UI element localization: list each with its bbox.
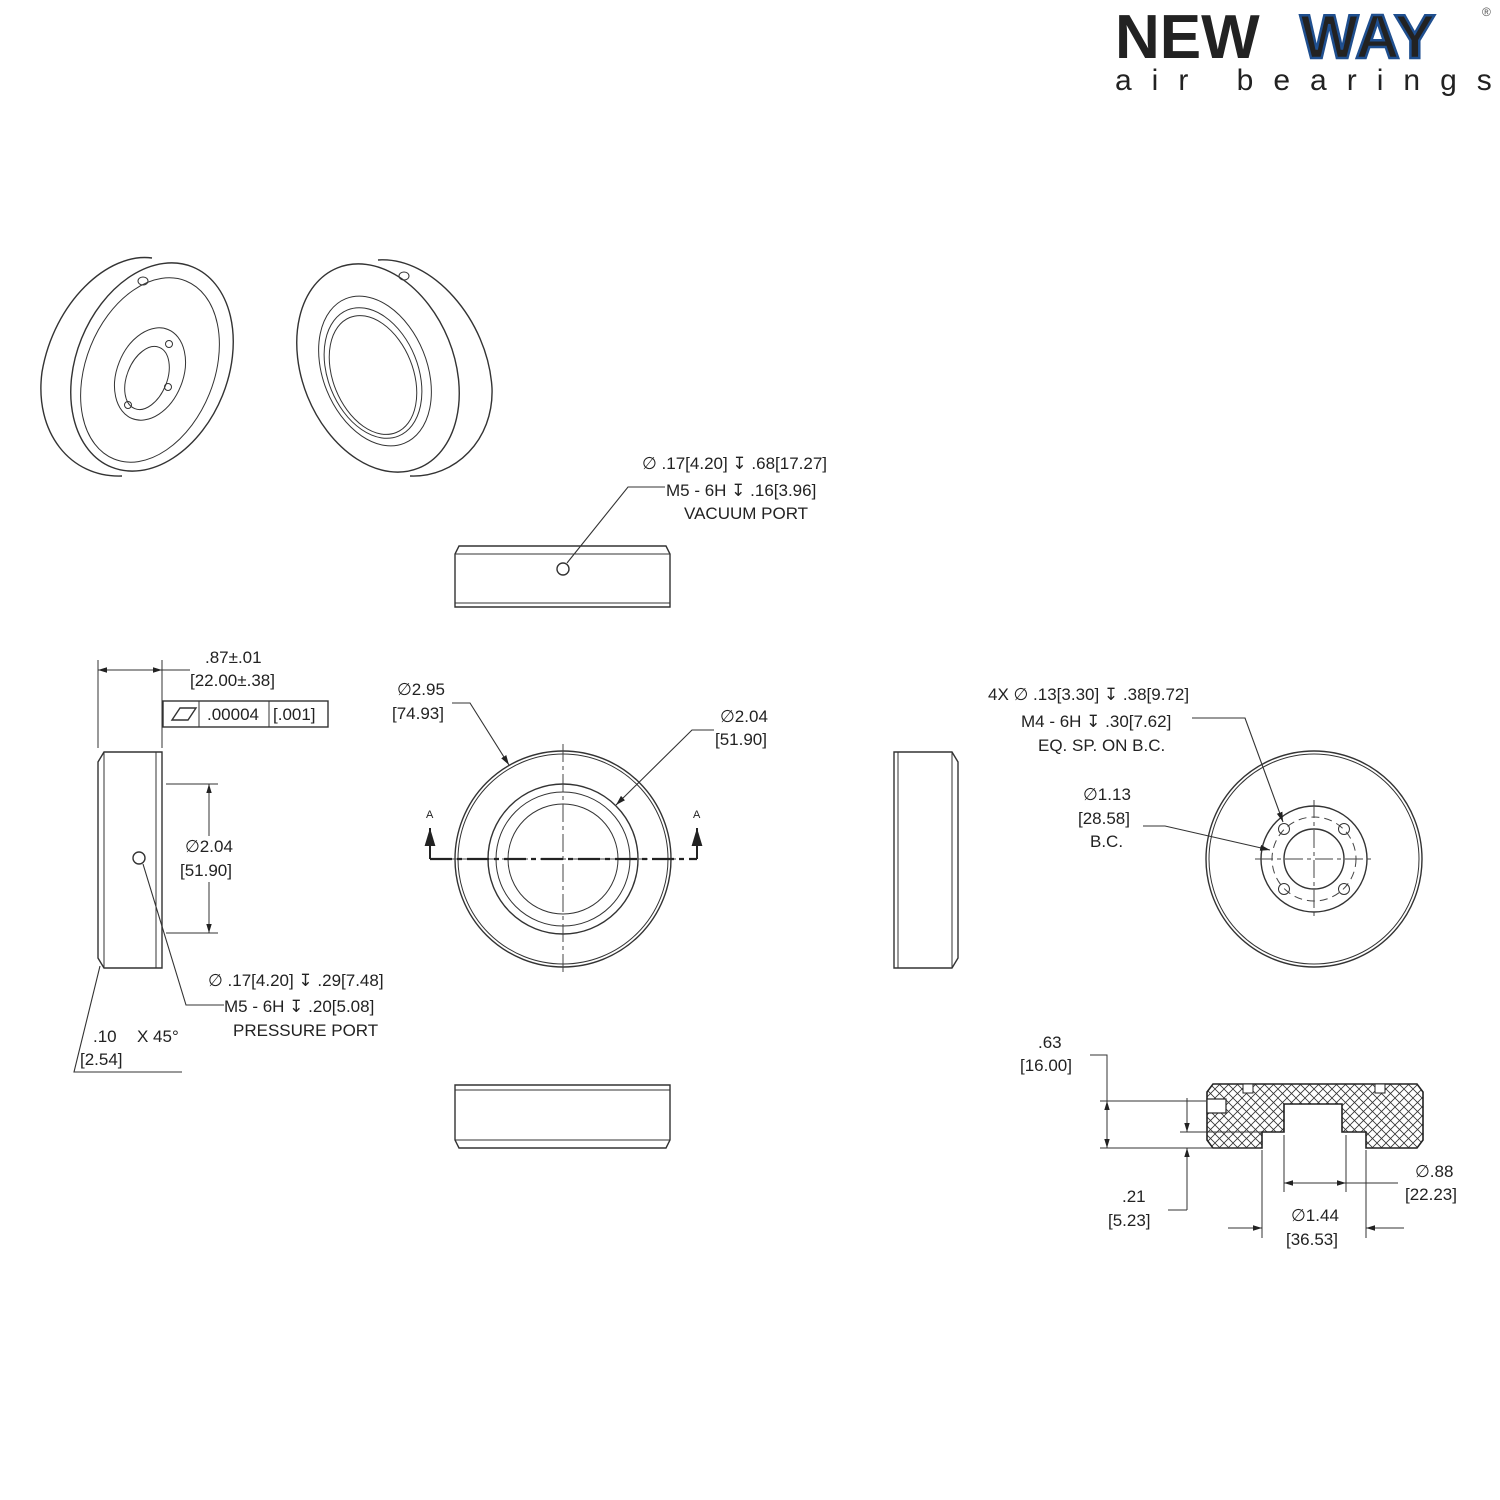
- face-diameter-metric: [51.90]: [715, 730, 767, 749]
- mount-hole: [1278, 823, 1290, 835]
- bolt-circle-metric: [28.58]: [1078, 809, 1130, 828]
- thickness-metric: [22.00±.38]: [190, 671, 275, 690]
- mount-hole: [1338, 883, 1350, 895]
- top-view: [454, 486, 671, 608]
- flatness-control-frame: .00004 [.001]: [162, 700, 329, 728]
- logo-brand-right: WAY: [1300, 3, 1436, 72]
- inner-bore-metric: [22.23]: [1405, 1185, 1457, 1204]
- counterbore-depth-value: .21: [1122, 1187, 1146, 1206]
- section-marker-left: A: [426, 809, 434, 821]
- thickness-value: .87±.01: [205, 648, 262, 667]
- vacuum-port-line3: VACUUM PORT: [684, 504, 808, 523]
- section-height-dimension: .63 [16.00]: [1020, 1033, 1072, 1075]
- left-side-view: [73, 660, 224, 1073]
- outer-diameter-value: ∅2.95: [397, 680, 445, 699]
- logo-brand-left: NEW: [1115, 3, 1260, 72]
- flatness-symbol-icon: [170, 707, 198, 721]
- section-height-metric: [16.00]: [1020, 1056, 1072, 1075]
- bolt-circle-value: ∅1.13: [1083, 785, 1131, 804]
- pressure-port-line2: M5 - 6H ↧ .20[5.08]: [224, 997, 374, 1016]
- counterbore-depth-metric: [5.23]: [1108, 1211, 1151, 1230]
- outer-diameter-dimension: ∅2.95 [74.93]: [392, 680, 445, 723]
- side-bore-metric: [51.90]: [180, 861, 232, 880]
- side-bore-dimension: ∅2.04 [51.90]: [180, 837, 233, 880]
- counterbore-diameter-dimension: ∅1.44 [36.53]: [1286, 1206, 1339, 1249]
- counterbore-diameter-value: ∅1.44: [1291, 1206, 1339, 1225]
- bolt-circle-label: B.C.: [1090, 832, 1123, 851]
- thickness-dimension: .87±.01 [22.00±.38]: [190, 648, 275, 690]
- flatness-metric: [.001]: [273, 705, 316, 724]
- logo-tagline: air bearings: [1115, 64, 1500, 97]
- vacuum-port-hole: [556, 562, 570, 576]
- section-view-a-a: [1090, 1054, 1424, 1238]
- section-height-value: .63: [1038, 1033, 1062, 1052]
- mounting-holes-line1: 4X ∅ .13[3.30] ↧ .38[9.72]: [988, 685, 1189, 704]
- vacuum-port-callout: ∅ .17[4.20] ↧ .68[17.27] M5 - 6H ↧ .16[3…: [642, 454, 827, 523]
- side-bore-value: ∅2.04: [185, 837, 233, 856]
- inner-bore-dimension: ∅.88 [22.23]: [1405, 1162, 1457, 1204]
- isometric-view-front: [296, 259, 493, 477]
- flatness-tolerance: .00004: [207, 705, 259, 724]
- vacuum-port-line2: M5 - 6H ↧ .16[3.96]: [666, 481, 816, 500]
- face-diameter-value: ∅2.04: [720, 707, 768, 726]
- mount-hole: [1278, 883, 1290, 895]
- mounting-holes-line2: M4 - 6H ↧ .30[7.62]: [1021, 712, 1171, 731]
- front-view: A A: [424, 702, 714, 972]
- pressure-port-line3: PRESSURE PORT: [233, 1021, 378, 1040]
- face-diameter-dimension: ∅2.04 [51.90]: [715, 707, 768, 749]
- mounting-holes-line3: EQ. SP. ON B.C.: [1038, 736, 1165, 755]
- right-side-view: [893, 751, 959, 969]
- pressure-port-line1: ∅ .17[4.20] ↧ .29[7.48]: [208, 971, 384, 990]
- chamfer-callout: .10 X 45° [2.54]: [80, 1027, 179, 1069]
- chamfer-metric: [2.54]: [80, 1050, 123, 1069]
- pressure-port-hole: [132, 851, 146, 865]
- bolt-circle-callout: ∅1.13 [28.58] B.C.: [1078, 785, 1131, 851]
- mount-hole: [1338, 823, 1350, 835]
- mounting-holes-callout: 4X ∅ .13[3.30] ↧ .38[9.72] M4 - 6H ↧ .30…: [988, 685, 1189, 755]
- pressure-port-callout: ∅ .17[4.20] ↧ .29[7.48] M5 - 6H ↧ .20[5.…: [208, 971, 384, 1040]
- bottom-view: [454, 1084, 671, 1149]
- inner-bore-value: ∅.88: [1415, 1162, 1453, 1181]
- counterbore-diameter-metric: [36.53]: [1286, 1230, 1338, 1249]
- logo-registered-mark: ®: [1482, 5, 1491, 19]
- back-view: [1143, 717, 1423, 968]
- section-marker-right: A: [693, 809, 701, 821]
- brand-logo: NEW WAY ® air bearings: [1115, 2, 1500, 97]
- isometric-view-back: [40, 256, 234, 477]
- outer-diameter-metric: [74.93]: [392, 704, 444, 723]
- chamfer-angle: X 45°: [137, 1027, 179, 1046]
- chamfer-value: .10: [93, 1027, 117, 1046]
- counterbore-depth-dimension: .21 [5.23]: [1108, 1187, 1151, 1230]
- vacuum-port-line1: ∅ .17[4.20] ↧ .68[17.27]: [642, 454, 827, 473]
